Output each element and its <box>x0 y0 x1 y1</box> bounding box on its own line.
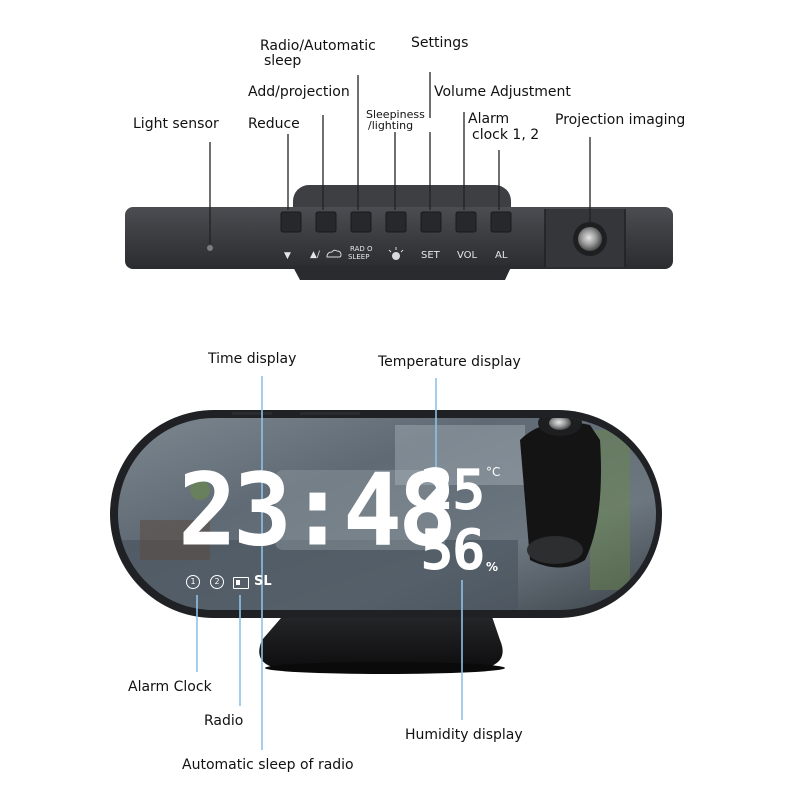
alarm2-indicator: 2 <box>210 575 224 589</box>
set-glyph: SET <box>421 250 440 261</box>
label-humidity-display: Humidity display <box>405 727 523 743</box>
label-radio: Radio <box>204 713 244 729</box>
top-callout-lines <box>209 72 591 244</box>
label-volume-adjustment: Volume Adjustment <box>434 84 571 100</box>
label-auto-sleep-radio: Automatic sleep of radio <box>182 757 354 773</box>
device-body-top <box>125 207 673 269</box>
vol-glyph: VOL <box>457 250 478 261</box>
label-sleepiness-1: Sleepiness <box>366 108 425 121</box>
label-alarm-clock: Alarm Clock <box>128 679 212 695</box>
top-device <box>125 185 673 280</box>
add-glyph: ▲/ <box>310 250 320 260</box>
label-radio-auto-sleep-2: sleep <box>264 53 302 69</box>
humidity-unit: % <box>486 560 499 574</box>
alarm-button[interactable] <box>490 211 512 233</box>
sleep-indicator: SL <box>254 574 272 589</box>
light-sensor-icon <box>207 245 213 251</box>
label-light-sensor: Light sensor <box>133 116 219 132</box>
label-radio-auto-sleep-1: Radio/Automatic <box>260 38 376 54</box>
label-alarm-clock-2: clock 1, 2 <box>472 127 540 143</box>
front-projector-lens-icon <box>549 418 571 430</box>
front-device <box>110 410 662 674</box>
label-time-display: Time display <box>208 351 297 367</box>
radio-glyph-line1: RAD O <box>350 245 373 253</box>
button-row <box>280 211 512 233</box>
radio-icon <box>233 577 249 589</box>
add-projection-button[interactable] <box>315 211 337 233</box>
label-projection-imaging: Projection imaging <box>555 112 686 128</box>
alarm1-indicator: 1 <box>186 575 200 589</box>
alarm1-label: 1 <box>190 577 196 586</box>
projector-arm <box>520 422 601 568</box>
reduce-glyph: ▼ <box>284 251 291 261</box>
label-temperature-display: Temperature display <box>378 354 521 370</box>
label-add-projection: Add/projection <box>248 84 350 100</box>
bulb-icon <box>388 247 404 260</box>
bottom-callout-lines <box>196 376 463 750</box>
label-sleepiness-2: /lighting <box>368 119 414 132</box>
volume-button[interactable] <box>455 211 477 233</box>
sleepiness-lighting-button[interactable] <box>385 211 407 233</box>
projector-lens-icon <box>578 227 602 251</box>
label-settings: Settings <box>411 35 469 51</box>
humidity-value: 56 <box>420 518 485 583</box>
label-alarm-clock-1: Alarm <box>468 111 510 127</box>
alarm2-label: 2 <box>214 577 220 586</box>
label-reduce: Reduce <box>248 116 300 132</box>
al-glyph: AL <box>495 250 508 261</box>
device-lip <box>292 265 512 280</box>
radio-glyph-line2: SLEEP <box>348 253 370 261</box>
temperature-unit: °C <box>486 465 501 479</box>
time-display: 23:48 <box>178 452 457 570</box>
cloud-icon <box>326 249 342 258</box>
radio-sleep-button[interactable] <box>350 211 372 233</box>
reduce-button[interactable] <box>280 211 302 233</box>
settings-button[interactable] <box>420 211 442 233</box>
temperature-value: 25 <box>420 458 485 523</box>
